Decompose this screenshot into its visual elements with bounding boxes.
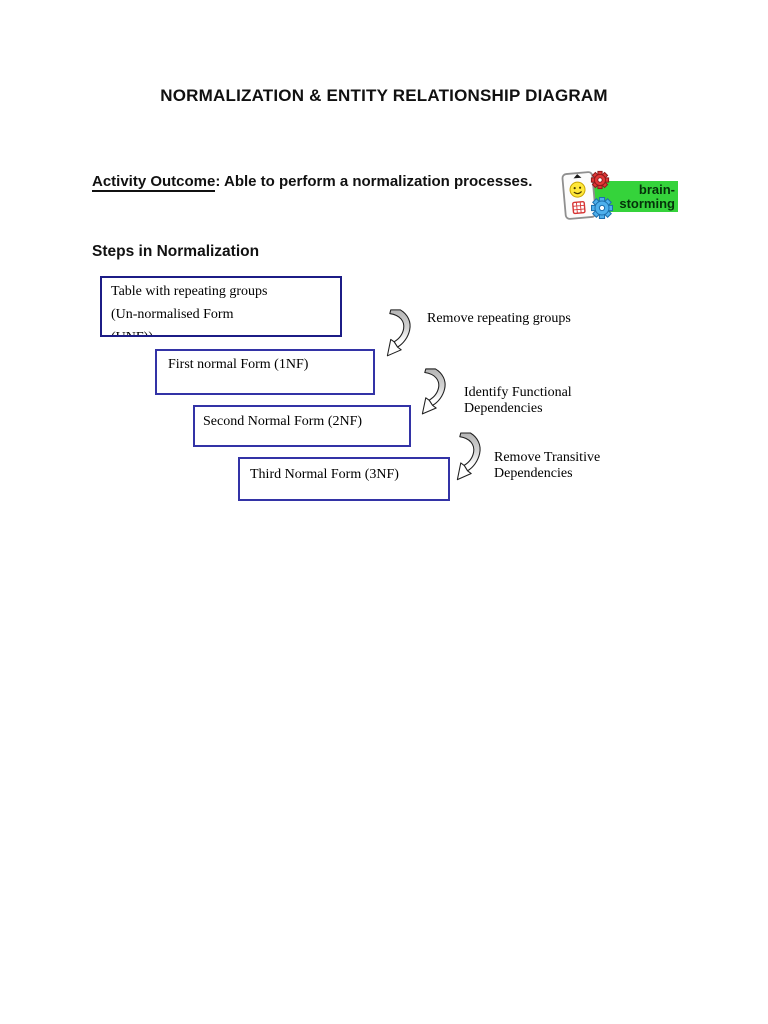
first-normal-form-box: First normal Form (1NF): [155, 349, 375, 395]
arrow-label-line: Remove Transitive: [494, 450, 601, 465]
arrow-label-line: Dependencies: [464, 401, 543, 416]
curved-arrow-icon: [421, 368, 446, 415]
unf-box: Table with repeating groups (Un-normalis…: [100, 276, 342, 337]
section-heading: Steps in Normalization: [92, 243, 260, 260]
activity-outcome-line: Activity Outcome: Able to perform a norm…: [92, 173, 533, 192]
box-text-line: First normal Form (1NF): [168, 357, 309, 372]
triangle-icon: [573, 174, 582, 179]
second-normal-form-box: Second Normal Form (2NF): [193, 405, 411, 447]
box-text-line: Second Normal Form (2NF): [203, 414, 363, 429]
box-text-line: (UNF)): [111, 326, 334, 335]
gear-icon-red: [590, 170, 610, 190]
arrow-label: Identify Functional Dependencies: [464, 385, 572, 417]
brainstorming-caption-line2: storming: [619, 195, 675, 211]
arrow-label: Remove Transitive Dependencies: [494, 450, 600, 482]
box-text-line: Third Normal Form (3NF): [250, 467, 399, 482]
notepad-card-icon: [561, 170, 613, 220]
box-text-line: (Un-normalised Form: [111, 307, 234, 322]
curved-arrow-icon: [386, 309, 411, 357]
smiley-icon: [569, 181, 586, 198]
activity-outcome-text: : Able to perform a normalization proces…: [215, 173, 533, 190]
curved-arrow-icon: [456, 432, 481, 481]
arrow-label-line: Identify Functional: [464, 385, 572, 400]
activity-outcome-label: Activity Outcome: [92, 173, 216, 192]
arrow-label-line: Dependencies: [494, 466, 573, 481]
brainstorming-clipart: brain- storming: [561, 167, 679, 225]
page-title: NORMALIZATION & ENTITY RELATIONSHIP DIAG…: [160, 86, 608, 105]
arrow-label: Remove repeating groups: [427, 311, 571, 327]
box-text-line: Table with repeating groups: [111, 284, 268, 299]
arrow-label-line: Remove repeating groups: [427, 311, 571, 326]
third-normal-form-box: Third Normal Form (3NF): [238, 457, 450, 501]
calculator-grid-icon: [572, 201, 586, 215]
gear-icon-blue: [591, 197, 613, 219]
brainstorming-caption-line1: brain-: [638, 181, 675, 197]
